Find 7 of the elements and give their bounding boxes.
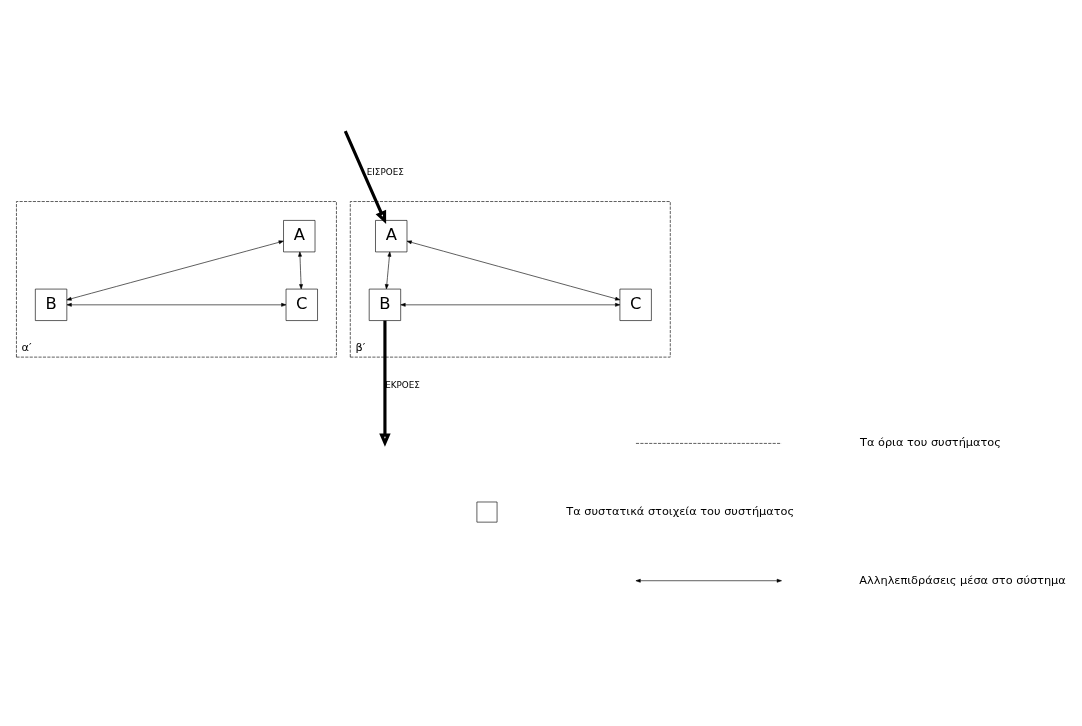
edge-label: ΕΙΣΡΟΕΣ: [366, 166, 404, 177]
legend-label: Τα συστατικά στοιχεία του συστήματος: [566, 503, 795, 518]
legend-label: Τα όρια του συστήματος: [859, 434, 1001, 449]
legend-label: Αλληλεπιδράσεις μέσα στο σύστημα: [859, 572, 1066, 586]
node-label: α′: [21, 339, 32, 354]
node-label: β′: [355, 339, 366, 354]
edge-label: ΕΚΡΟΕΣ: [385, 379, 420, 390]
